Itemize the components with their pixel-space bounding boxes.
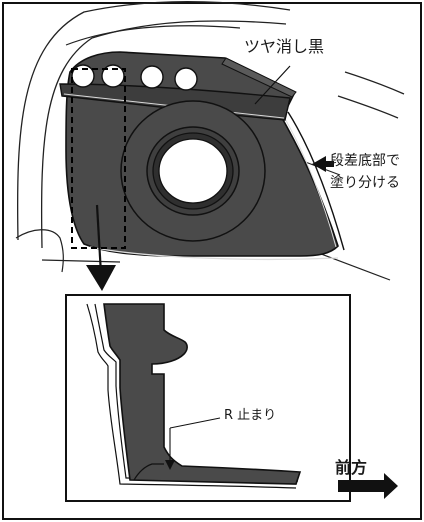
hole-3 [140,65,164,89]
detail-arrow-line [95,204,103,275]
panel-lip [89,246,339,261]
detail-arrow-icon [86,265,116,291]
detail-outline-1 [86,303,297,489]
body-line-8 [41,259,121,263]
step-bottom-label-line-2: 塗り分ける [330,175,400,191]
hole-group [71,64,198,91]
detail-dark-profile [103,303,302,485]
lamp-opening [158,138,228,204]
matte-black-leader-line [254,65,291,105]
body-line-4 [344,71,405,95]
forward-arrow-icon [338,473,398,499]
body-line-2 [40,20,287,249]
matte-black-label: ツヤ消し黒 [244,37,325,56]
hole-1 [71,64,95,88]
body-line-1 [16,0,291,241]
r-stop-arrow-icon [165,460,175,470]
r-stop-leader-line [169,417,221,429]
panel-ridge [59,83,291,121]
r-stop-label: R 止まり [224,408,277,423]
panel-edge-inner [283,116,337,248]
body-line-5 [337,95,399,119]
detail-highlight-box [71,68,126,249]
top-illustration [15,0,405,291]
step-arrow-icon [312,156,334,172]
top-lip [221,57,297,98]
detail-inner-contour [133,463,164,481]
panel-edge [287,111,345,251]
bumper-line-1 [15,229,64,273]
step-bottom-label-line-1: 段差底部で [330,153,400,169]
detail-panel [65,294,398,502]
hole-4 [174,67,198,91]
body-line-3 [65,25,241,46]
forward-label: 前方 [335,458,368,477]
